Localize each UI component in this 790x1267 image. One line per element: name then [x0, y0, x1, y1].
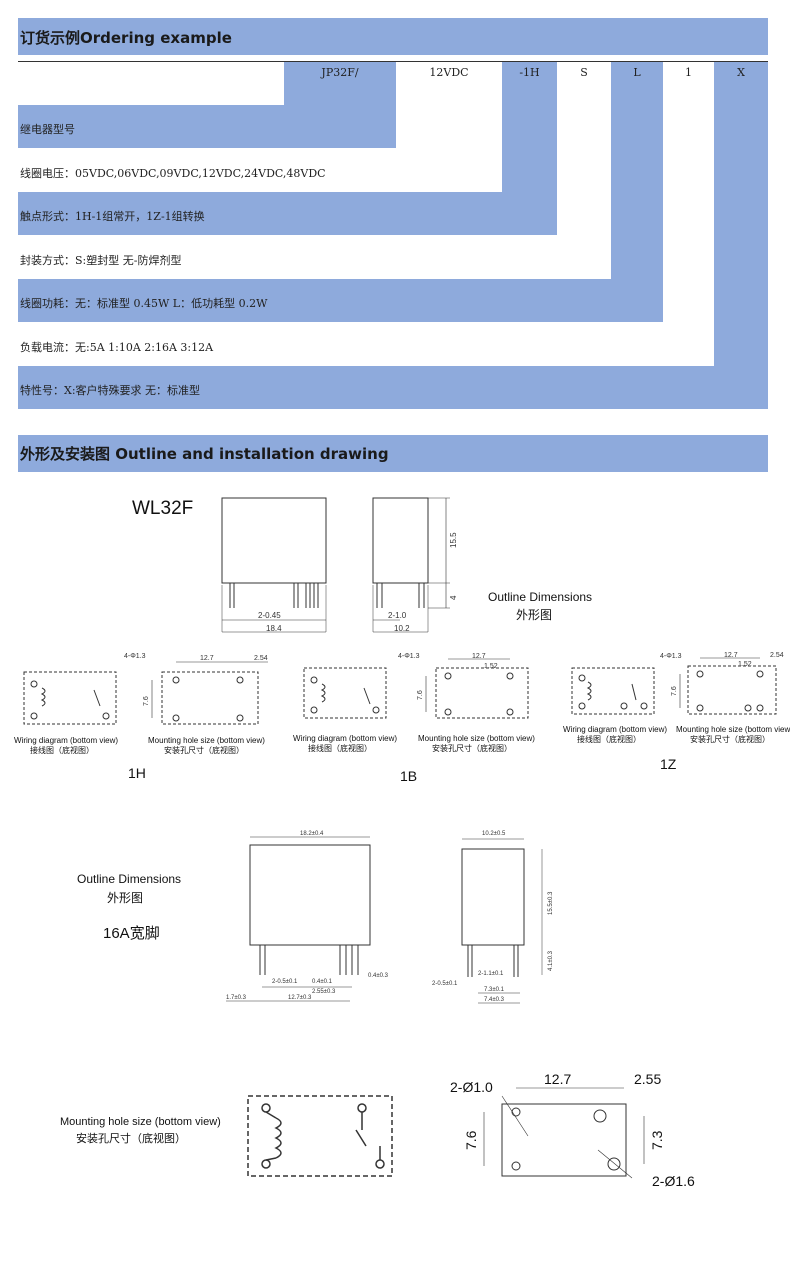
wide-d-height: 15.5±0.3 — [548, 891, 554, 915]
v1z-d4: 7.6 — [671, 686, 678, 696]
mount16-cn: 安装孔尺寸（底视图） — [76, 1133, 186, 1145]
dim-width: 18.4 — [266, 624, 282, 633]
dim-height: 15.5 — [449, 532, 458, 548]
wide-cn: 外形图 — [107, 891, 144, 905]
code-block-power — [611, 61, 663, 279]
v1b-d1: 4-Φ1.3 — [398, 653, 420, 660]
v1h-d3: 2.54 — [254, 655, 268, 662]
v1b-d4: 7.6 — [417, 690, 424, 700]
code-voltage: 12VDC — [429, 66, 469, 79]
wide-d-p2: 0.4±0.1 — [312, 979, 333, 985]
v1b-wiring-cn: 接线图（底视图） — [308, 744, 372, 753]
mount16-hole-drawing: 2-Ø1.0 12.7 2.55 7.6 7.3 2-Ø1.6 — [450, 1071, 695, 1189]
v1z-mount-en: Mounting hole size (bottom view) — [676, 725, 790, 734]
wide-d-p4: 0.4±0.3 — [368, 973, 389, 979]
mount16-wiring-drawing — [247, 1095, 393, 1177]
model-label: WL32F — [132, 498, 194, 519]
mount16-d-holes2: 2-Ø1.6 — [652, 1173, 695, 1189]
wide-en: Outline Dimensions — [77, 872, 182, 886]
code-block-contact — [502, 61, 557, 192]
v1h-d1: 4-Φ1.3 — [124, 653, 146, 660]
mount16-d-off: 2.55 — [634, 1071, 661, 1087]
dim-side-pins: 2-1.0 — [388, 611, 407, 620]
mount16-d-holes1: 2-Ø1.0 — [450, 1079, 493, 1095]
wide-d-s4: 7.4±0.3 — [484, 997, 505, 1003]
variant-1h-drawing: 4-Φ1.3 12.7 2.54 7.6 — [23, 653, 268, 725]
code-feature: X — [737, 66, 745, 79]
row-power: 线圈功耗：无：标准型 0.45W L：低功耗型 0.2W — [20, 297, 268, 310]
code-block-model — [284, 61, 396, 105]
v1b-name: 1B — [400, 768, 418, 784]
v1h-name: 1H — [128, 765, 146, 781]
v1h-mount-cn: 安装孔尺寸（底视图） — [164, 746, 244, 755]
ordering-header-band — [18, 18, 768, 55]
row-band-contact — [18, 192, 557, 235]
row-feature: 特性号：X:客户特殊要求 无：标准型 — [20, 384, 201, 397]
code-model: JP32F/ — [321, 66, 359, 79]
mount16-d-w: 12.7 — [544, 1071, 571, 1087]
wide-d-s3: 7.3±0.1 — [484, 987, 505, 993]
v1b-d2: 12.7 — [472, 653, 486, 660]
wide-outline-drawing: 18.2±0.4 10.2±0.5 15.5±0.3 4.1±0.3 2-0.5… — [226, 831, 554, 1004]
v1z-d1: 4-Φ1.3 — [660, 653, 682, 660]
dim-pins: 2-0.45 — [258, 611, 281, 620]
row-band-feature — [18, 366, 768, 409]
v1h-wiring-en: Wiring diagram (bottom view) — [14, 736, 119, 745]
code-package: S — [580, 66, 588, 79]
dim-pin-len: 4 — [449, 595, 458, 600]
wide-d-top: 18.2±0.4 — [300, 831, 324, 837]
v1b-mount-en: Mounting hole size (bottom view) — [418, 734, 535, 743]
mount16-en: Mounting hole size (bottom view) — [60, 1116, 221, 1128]
ordering-title: 订货示例Ordering example — [20, 29, 232, 47]
wide-d-p5: 1.7±0.3 — [226, 995, 247, 1001]
v1h-mount-en: Mounting hole size (bottom view) — [148, 736, 265, 745]
outline-drawing-top: 2-0.45 18.4 2-1.0 10.2 15.5 4 — [221, 497, 458, 633]
code-current: 1 — [685, 66, 692, 79]
row-voltage: 线圈电压：05VDC,06VDC,09VDC,12VDC,24VDC,48VDC — [20, 167, 326, 180]
code-power: L — [633, 66, 641, 79]
wide-d-side-top: 10.2±0.5 — [482, 831, 506, 837]
wide-label: 16A宽脚 — [103, 925, 160, 942]
outline-dims-en: Outline Dimensions — [488, 590, 593, 604]
variant-1z-drawing: 4-Φ1.3 12.7 2.54 1.52 7.6 — [571, 652, 784, 715]
variant-1b-drawing: 4-Φ1.3 12.7 1.52 7.6 — [303, 653, 529, 719]
wide-d-s1: 2-1.1±0.1 — [478, 971, 504, 977]
row-band-model — [18, 105, 396, 148]
dim-side-width: 10.2 — [394, 624, 410, 633]
v1z-d2: 12.7 — [724, 652, 738, 659]
v1z-d3: 2.54 — [770, 652, 784, 659]
v1b-mount-cn: 安装孔尺寸（底视图） — [432, 744, 512, 753]
row-model: 继电器型号 — [20, 123, 75, 136]
outline-header-band — [18, 435, 768, 472]
wide-d-p3: 2.55±0.3 — [312, 989, 336, 995]
v1h-wiring-cn: 接线图（底视图） — [30, 746, 94, 755]
v1z-d3b: 1.52 — [738, 661, 752, 668]
wide-d-s2: 2-0.5±0.1 — [432, 981, 458, 987]
outline-title: 外形及安装图 Outline and installation drawing — [20, 445, 389, 463]
v1h-d4: 7.6 — [143, 696, 150, 706]
row-band-power — [18, 279, 663, 322]
ordering-divider — [18, 61, 768, 62]
wide-d-pins: 2-0.5±0.1 — [272, 979, 298, 985]
v1b-wiring-en: Wiring diagram (bottom view) — [293, 734, 398, 743]
outline-dims-cn: 外形图 — [516, 608, 553, 622]
row-package: 封装方式：S:塑封型 无-防焊剂型 — [20, 254, 182, 267]
row-contact: 触点形式：1H-1组常开，1Z-1组转换 — [20, 210, 205, 223]
v1h-d2: 12.7 — [200, 655, 214, 662]
v1z-name: 1Z — [660, 756, 677, 772]
code-contact: -1H — [519, 66, 540, 79]
v1z-wiring-cn: 接线图（底视图） — [577, 735, 641, 744]
wide-d-pinlen: 4.1±0.3 — [548, 950, 554, 971]
row-current: 负载电流：无:5A 1:10A 2:16A 3:12A — [20, 341, 214, 354]
mount16-d-h2: 7.3 — [649, 1130, 665, 1150]
code-block-feature — [714, 61, 768, 366]
v1z-wiring-en: Wiring diagram (bottom view) — [563, 725, 668, 734]
v1b-d3: 1.52 — [484, 663, 498, 670]
mount16-d-h: 7.6 — [463, 1130, 479, 1150]
v1z-mount-cn: 安装孔尺寸（底视图） — [690, 735, 770, 744]
wide-d-p6: 12.7±0.3 — [288, 995, 312, 1001]
